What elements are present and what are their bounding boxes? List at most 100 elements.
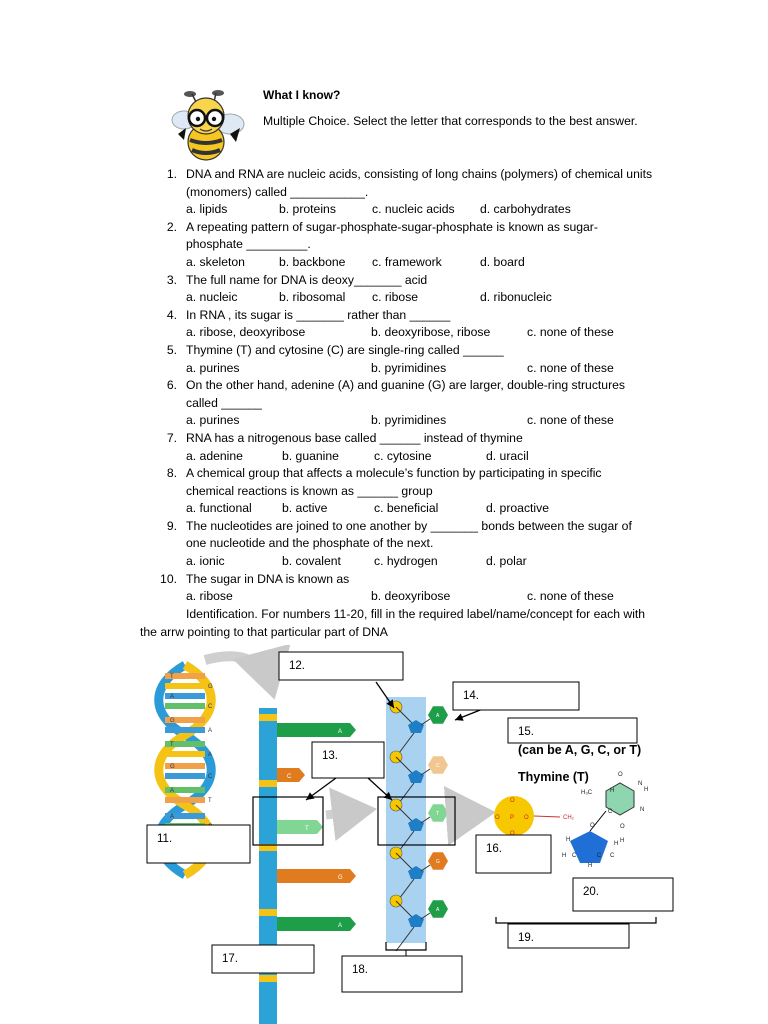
highlight-box [252, 796, 324, 846]
answer-box-11[interactable]: 11. [146, 824, 251, 864]
answer-box-17[interactable]: 17. [211, 944, 315, 974]
molecule-atom: O [618, 772, 623, 778]
answer-option[interactable]: c. none of these [527, 360, 614, 375]
base-letter: T [305, 826, 309, 832]
base-caption: (can be A, G, C, or T) [518, 743, 641, 757]
base-pair-rung [165, 773, 205, 779]
question-text: 1.DNA and RNA are nucleic acids, consist… [155, 166, 675, 184]
question-text: called ______ [155, 395, 675, 413]
answer-option[interactable]: a. lipids [186, 202, 228, 217]
answer-option[interactable]: a. ionic [186, 554, 225, 569]
answer-option[interactable]: b. ribosomal [279, 290, 346, 305]
answer-option[interactable]: a. ribose [186, 589, 233, 604]
answer-option[interactable]: a. functional [186, 501, 252, 516]
answer-option[interactable]: d. carbohydrates [480, 202, 571, 217]
answer-option[interactable]: b. pyrimidines [371, 360, 447, 375]
question-number: 5. [166, 342, 177, 357]
answer-option[interactable]: c. nucleic acids [372, 202, 455, 217]
question-line: called ______ [186, 395, 262, 410]
base-pair-rung [165, 751, 205, 757]
answer-option[interactable]: b. deoxyribose, ribose [371, 325, 491, 340]
answer-option[interactable]: d. polar [486, 554, 527, 569]
helix-base-letter: G [208, 684, 213, 690]
question-number: 6. [166, 378, 177, 393]
answer-option[interactable]: b. pyrimidines [371, 413, 447, 428]
nitrogenous-base-bar [277, 768, 305, 782]
answer-box-16[interactable]: 16. [475, 834, 552, 874]
helix-base-letter: A [170, 788, 174, 794]
phosphate-atom: CH₂ [563, 815, 575, 821]
nitrogenous-base-bar [277, 723, 356, 737]
molecule-atom: H [620, 838, 624, 844]
base-letter: A [338, 729, 342, 735]
helix-base-letter: C [208, 774, 213, 780]
strand-base-letter: T [436, 811, 439, 817]
question-text: 3.The full name for DNA is deoxy_______ … [155, 272, 675, 290]
answer-option[interactable]: d. ribonucleic [480, 290, 552, 305]
answer-option[interactable]: b. deoxyribose [371, 589, 451, 604]
helix-base-letter: T [170, 674, 174, 680]
identification-instructions: Identification. For numbers 11-20, fill … [140, 607, 646, 639]
answer-option[interactable]: c. beneficial [374, 501, 439, 516]
answer-option[interactable]: a. skeleton [186, 254, 245, 269]
base-pair-rung [165, 673, 205, 679]
answer-option[interactable]: c. none of these [527, 589, 614, 604]
answer-option[interactable]: c. none of these [527, 325, 614, 340]
answer-option[interactable]: d. proactive [486, 501, 550, 516]
answer-option[interactable]: c. cytosine [374, 448, 432, 463]
molecule-atom: C [610, 853, 615, 859]
base-letter: A [338, 923, 342, 929]
answer-option[interactable]: b. backbone [279, 254, 346, 269]
answer-box-15[interactable]: 15. [507, 717, 638, 744]
phosphate-atom: O [495, 815, 500, 821]
question-number: 4. [166, 307, 177, 322]
molecule-atom: O [620, 824, 625, 830]
base-pair-rung [165, 813, 205, 819]
strand-base-letter: C [436, 763, 440, 769]
answer-option[interactable]: b. guanine [282, 448, 339, 463]
answer-box-18[interactable]: 18. [341, 955, 463, 993]
answer-option[interactable]: c. hydrogen [374, 554, 438, 569]
answer-options: a. nucleic b. ribosomal c. ribose d. ribonu… [186, 289, 675, 307]
base-hexagon [428, 706, 448, 724]
answer-box-12[interactable]: 12. [278, 651, 404, 681]
answer-option[interactable]: a. adenine [186, 448, 243, 463]
answer-box-14[interactable]: 14. [452, 681, 580, 711]
base-pair-rung [165, 683, 205, 689]
base-pair-rung [165, 717, 205, 723]
answer-option[interactable]: c. ribose [372, 290, 419, 305]
answer-option[interactable]: a. ribose, deoxyribose [186, 325, 306, 340]
question-line: DNA and RNA are nucleic acids, consistin… [186, 167, 653, 181]
instructions: Multiple Choice. Select the letter that … [263, 114, 638, 128]
answer-option[interactable]: c. none of these [527, 413, 614, 428]
answer-option[interactable]: a. purines [186, 413, 240, 428]
phosphate-atom: O [524, 815, 529, 821]
answer-option[interactable]: d. board [480, 254, 525, 269]
question-line: A chemical group that affects a molecule… [186, 466, 602, 481]
base-hexagon [428, 852, 448, 870]
base-pair-rung [165, 797, 205, 803]
base-pair-rung [165, 741, 205, 747]
question-text: chemical reactions is known as ______ gr… [155, 483, 675, 501]
answer-option[interactable]: b. active [282, 501, 328, 516]
answer-option[interactable]: d. uracil [486, 448, 529, 463]
base-pair-rung [165, 693, 205, 699]
helix-base-letter: G [170, 764, 175, 770]
question-number: 9. [166, 518, 177, 533]
question-number: 7. [166, 430, 177, 445]
molecule-atom: N [640, 807, 644, 813]
sugar-pentagon [408, 770, 424, 783]
answer-option[interactable]: b. proteins [279, 202, 336, 217]
question-line: chemical reactions is known as ______ gr… [186, 483, 433, 498]
answer-option[interactable]: c. framework [372, 254, 442, 269]
answer-box-20[interactable]: 20. [572, 877, 674, 912]
answer-box-19[interactable]: 19. [507, 923, 630, 949]
answer-box-13[interactable]: 13. [311, 741, 385, 779]
molecule-atom: O [590, 823, 595, 829]
answer-option[interactable]: b. covalent [282, 554, 341, 569]
base-letter: G [338, 875, 343, 881]
question-line: On the other hand, adenine (A) and guani… [186, 378, 626, 393]
answer-option[interactable]: a. purines [186, 360, 240, 375]
sugar-pentagon [408, 720, 424, 733]
answer-option[interactable]: a. nucleic [186, 290, 238, 305]
